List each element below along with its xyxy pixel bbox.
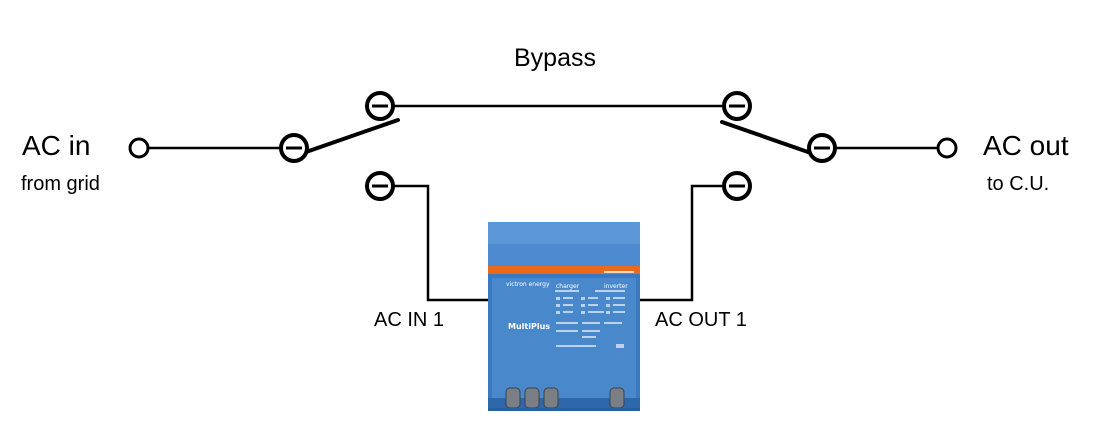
inverter-charger-device (488, 222, 640, 411)
label-ac-out: AC out (983, 130, 1069, 161)
wire-ac-out-1 (638, 184, 726, 302)
switch-lever-right (720, 120, 810, 154)
label-bypass: Bypass (514, 44, 596, 72)
device-panel-header-charger: charger (556, 283, 580, 290)
switch-lever-left (304, 118, 400, 154)
device-panel-header-inverter: inverter (604, 283, 628, 290)
terminal-ac-in-icon (128, 137, 150, 159)
label-to-cu: to C.U. (987, 173, 1050, 195)
label-from-grid: from grid (21, 173, 100, 195)
wire-ac-in-1 (390, 184, 492, 302)
device-brand-logo: victron energy (506, 281, 550, 288)
label-ac-in-1: AC IN 1 (374, 309, 445, 331)
terminal-ac-out-icon (936, 137, 958, 159)
label-ac-out-1: AC OUT 1 (655, 309, 747, 331)
label-ac-in: AC in (22, 130, 91, 161)
device-model-name: MultiPlus (508, 322, 551, 331)
